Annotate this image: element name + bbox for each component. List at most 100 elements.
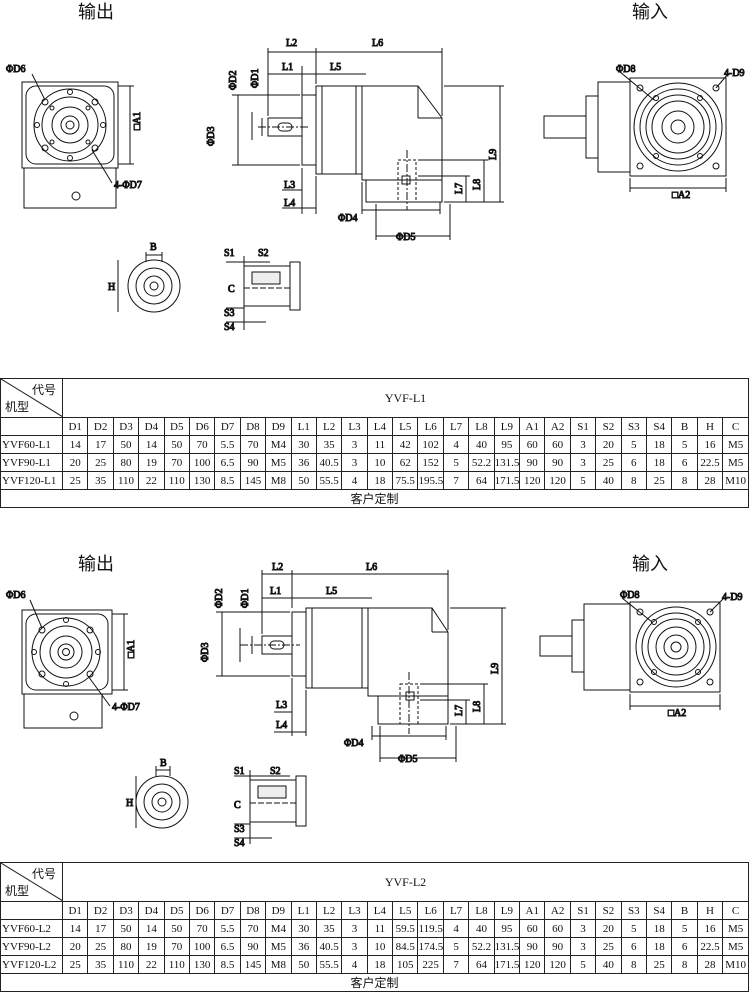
dim-label-d1: ΦD1 — [240, 588, 251, 608]
input-front-view — [543, 71, 729, 192]
value-cell: M10 — [722, 471, 749, 490]
value-cell: 90 — [519, 937, 546, 956]
dim-label-l9: L9 — [488, 149, 499, 160]
column-header: D3 — [112, 417, 140, 436]
value-cell: 25 — [87, 453, 114, 472]
model-cell: YVF90-L1 — [0, 453, 64, 472]
output-front-view — [21, 73, 134, 209]
value-cell: 25 — [595, 453, 622, 472]
dim-label-b: B — [160, 758, 167, 769]
value-cell: 120 — [519, 471, 546, 490]
value-cell: 8 — [620, 955, 648, 974]
value-cell: 50 — [112, 435, 140, 454]
value-cell: M10 — [722, 955, 749, 974]
value-cell: M5 — [265, 937, 292, 956]
model-label: 机型 — [5, 400, 30, 414]
column-header: A2 — [544, 417, 571, 436]
value-cell: 95 — [493, 435, 521, 454]
value-cell: 5.5 — [214, 435, 241, 454]
column-header: S4 — [645, 417, 673, 436]
value-cell: 35 — [315, 435, 343, 454]
dim-label-d9: 4-D9 — [722, 592, 743, 603]
value-cell: M8 — [265, 471, 292, 490]
value-cell: 4 — [341, 471, 368, 490]
dim-label-a2: □A2 — [672, 190, 690, 201]
value-cell: 35 — [87, 471, 114, 490]
value-cell: 80 — [112, 937, 140, 956]
model-cell: YVF60-L2 — [0, 919, 64, 938]
column-header: D5 — [163, 417, 190, 436]
dim-label-d2: ΦD2 — [214, 588, 225, 608]
value-cell: 105 — [392, 955, 419, 974]
table-corner: 代号 机型 — [0, 862, 64, 902]
value-cell: 8.5 — [214, 955, 241, 974]
value-cell: 28 — [696, 955, 724, 974]
dim-label-a1: □A1 — [126, 640, 137, 658]
value-cell: 70 — [188, 919, 216, 938]
shaft-key-section — [234, 770, 307, 844]
dim-label-s4: S4 — [224, 322, 235, 333]
value-cell: 8 — [620, 471, 648, 490]
value-cell: 5 — [442, 937, 470, 956]
shaft-key-section — [226, 256, 301, 330]
value-cell: 20 — [62, 937, 89, 956]
value-cell: 14 — [138, 435, 165, 454]
value-cell: 3 — [569, 919, 597, 938]
value-cell: 40.5 — [315, 453, 343, 472]
column-header: L5 — [392, 417, 419, 436]
column-header: D8 — [239, 417, 267, 436]
value-cell: 70 — [163, 937, 190, 956]
dim-label-d5: ΦD5 — [396, 232, 416, 243]
column-header: L4 — [366, 417, 394, 436]
value-cell: 145 — [239, 955, 267, 974]
value-cell: 90 — [239, 937, 267, 956]
value-cell: 3 — [341, 435, 368, 454]
value-cell: M8 — [265, 955, 292, 974]
dim-label-d7: 4-ΦD7 — [112, 702, 140, 713]
column-header: D3 — [112, 901, 140, 920]
value-cell: 5 — [442, 453, 470, 472]
value-cell: 17 — [87, 919, 114, 938]
value-cell: 25 — [62, 471, 89, 490]
value-cell: 3 — [341, 453, 368, 472]
column-header: L8 — [468, 417, 495, 436]
value-cell: 16 — [696, 435, 724, 454]
column-header: S1 — [569, 417, 597, 436]
value-cell: 64 — [468, 955, 495, 974]
column-header: L6 — [417, 417, 444, 436]
value-cell: 18 — [645, 937, 673, 956]
value-cell: 152 — [417, 453, 444, 472]
column-header: L7 — [442, 417, 470, 436]
dim-label-l2: L2 — [272, 562, 283, 573]
value-cell: 19 — [138, 453, 165, 472]
dim-label-d3: ΦD3 — [206, 126, 217, 146]
table-footer: 客户定制 — [0, 973, 749, 992]
dim-label-l8: L8 — [472, 701, 483, 712]
value-cell: 42 — [392, 435, 419, 454]
dim-label-d8: ΦD8 — [616, 64, 636, 75]
dim-label-s1: S1 — [224, 248, 235, 259]
value-cell: 195.5 — [417, 471, 444, 490]
value-cell: 18 — [645, 919, 673, 938]
value-cell: 5 — [671, 919, 698, 938]
value-cell: 30 — [290, 919, 317, 938]
value-cell: 3 — [569, 453, 597, 472]
column-header: H — [696, 417, 724, 436]
value-cell: M4 — [265, 919, 292, 938]
dim-label-l7: L7 — [454, 183, 465, 194]
column-header: B — [671, 417, 698, 436]
value-cell: 5 — [620, 919, 648, 938]
header-spacer — [0, 901, 64, 920]
value-cell: 30 — [290, 435, 317, 454]
value-cell: 25 — [62, 955, 89, 974]
column-header: D8 — [239, 901, 267, 920]
dim-label-l3: L3 — [284, 180, 295, 191]
value-cell: 8.5 — [214, 471, 241, 490]
value-cell: 70 — [239, 435, 267, 454]
value-cell: 50 — [290, 471, 317, 490]
